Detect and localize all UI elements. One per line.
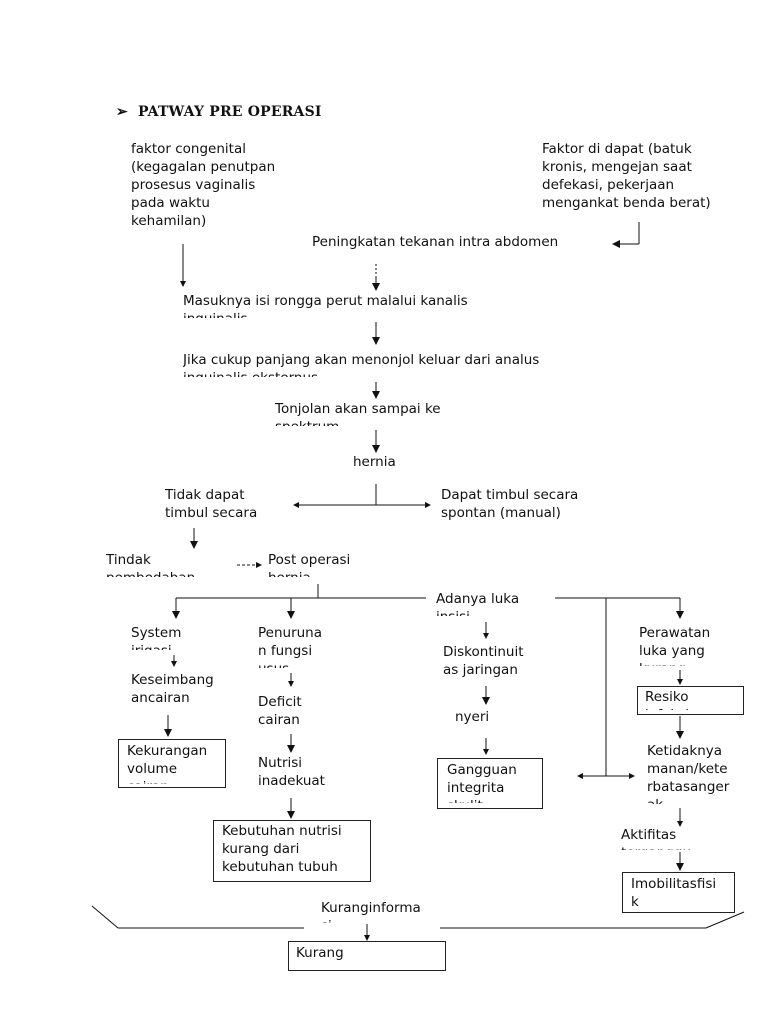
node-resiko: Resiko infeksi xyxy=(645,689,689,710)
node-kurang: Kurang xyxy=(296,945,344,961)
node-deficit: Deficit cairan xyxy=(258,694,302,728)
node-faktor-congenital: faktor congenital (kegagalan penutpan pr… xyxy=(131,141,276,229)
title-text: PATWAY PRE OPERASI xyxy=(137,104,322,120)
node-post-operasi: Post operasi hernia xyxy=(268,552,351,577)
node-adanya-luka: Adanya luka insisi xyxy=(436,591,520,616)
node-dapat-timbul: Dapat timbul secara spontan (manual) xyxy=(441,487,579,521)
node-tindak: Tindak pembedahan xyxy=(106,552,195,577)
gangguan-box xyxy=(437,758,543,809)
node-kekurangan: Kekurangan volume cairan xyxy=(127,743,208,784)
node-gangguan: Gangguan integrita skulit xyxy=(447,762,517,803)
node-nyeri: nyeri xyxy=(455,709,490,725)
node-kuranginformasi: Kuranginforma si xyxy=(321,900,421,923)
node-tonjolan: Tonjolan akan sampai ke spektrum xyxy=(275,401,441,426)
node-peningkatan: Peningkatan tekanan intra abdomen xyxy=(312,234,559,250)
node-hernia: hernia xyxy=(353,454,396,470)
diagram-title: ➢ PATWAY PRE OPERASI xyxy=(116,104,322,120)
node-aktifitas: Aktifitas terganggu xyxy=(621,827,691,850)
node-tidak-dapat: Tidak dapat timbul secara spontan xyxy=(165,487,258,524)
kebutuhan-box xyxy=(213,820,371,882)
node-ketidaknyamanan: Ketidaknya manan/kete rbatasanger ak xyxy=(647,743,730,804)
bullet-arrow-icon: ➢ xyxy=(116,104,128,120)
node-nutrisi: Nutrisi inadekuat xyxy=(258,755,325,789)
node-masuknya: Masuknya isi rongga perut malalui kanali… xyxy=(183,293,468,318)
node-kebutuhan: Kebutuhan nutrisi kurang dari kebutuhan … xyxy=(222,823,342,875)
imobilitas-box xyxy=(622,872,735,913)
node-perawatan: Perawatan luka yang kurang xyxy=(639,625,711,666)
kurang-box xyxy=(288,941,446,971)
node-keseimbangan: Keseimbang ancairan xyxy=(131,672,214,706)
node-faktor-didapat: Faktor di dapat (batuk kronis, mengejan … xyxy=(542,141,711,211)
node-system-irigasi: System irigasi xyxy=(131,625,182,650)
node-imobilitas: Imobilitasfisi k xyxy=(631,876,717,910)
node-jika-cukup: Jika cukup panjang akan menonjol keluar … xyxy=(183,352,540,377)
node-penurunan: Penuruna n fungsi usus xyxy=(258,625,323,668)
kekurangan-box xyxy=(118,739,226,788)
node-diskontinuitas: Diskontinuit as jaringan xyxy=(443,644,524,678)
resiko-box xyxy=(637,686,744,715)
